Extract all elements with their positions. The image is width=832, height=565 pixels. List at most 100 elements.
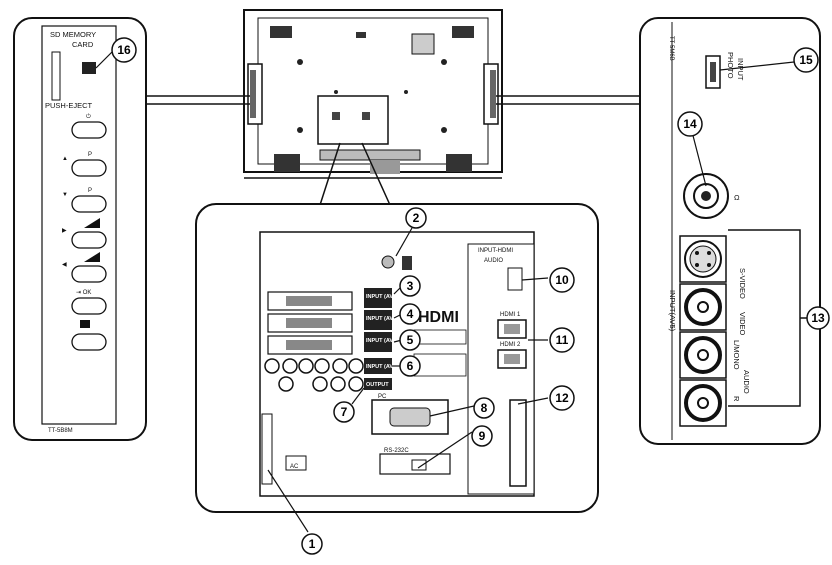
left-model-code: TT-5B8M — [48, 428, 73, 434]
headphone-icon: Ω — [734, 193, 740, 202]
callout-13: 13 — [806, 306, 830, 330]
s-video-label: S-VIDEO — [738, 268, 747, 299]
headphone-jack[interactable] — [683, 173, 729, 219]
svg-text:15: 15 — [799, 53, 813, 67]
callout-14: 14 — [677, 111, 703, 137]
zoom-lines — [146, 95, 640, 206]
callout-15: 15 — [793, 47, 819, 73]
svg-text:1: 1 — [309, 537, 316, 551]
photo-label: PHOTO — [726, 52, 735, 79]
hdmi1-label: HDMI 1 — [500, 312, 521, 318]
pc-port[interactable] — [371, 399, 449, 435]
antenna-terminal[interactable] — [381, 255, 412, 270]
input-av1-label: INPUT (AV1) — [366, 294, 398, 300]
photo-input-label: INPUT — [736, 58, 745, 81]
input-av2-label: INPUT (AV2) — [366, 316, 398, 322]
channel-up-button[interactable]: ▲ P — [62, 152, 107, 177]
volume-up-button[interactable]: ▶ — [62, 218, 107, 249]
audio-r-rca-port[interactable] — [679, 379, 727, 427]
svg-text:12: 12 — [555, 391, 569, 405]
input-av4-label: INPUT (AV4) — [366, 364, 398, 370]
scart-av1[interactable] — [267, 291, 353, 311]
sd-memory-label: SD MEMORY — [50, 30, 96, 39]
callout-2: 2 — [405, 207, 427, 229]
video-rca-port[interactable] — [679, 283, 727, 331]
svg-text:⇥ OK: ⇥ OK — [76, 290, 91, 296]
svg-text:▼: ▼ — [62, 192, 68, 198]
push-eject-label: PUSH-EJECT — [45, 101, 93, 110]
audio-label-main: AUDIO — [484, 258, 503, 264]
callout-12: 12 — [549, 385, 575, 411]
hdmi-logo: HDMI — [418, 309, 459, 326]
svg-text:◀: ◀ — [62, 262, 67, 268]
callout-1: 1 — [301, 533, 323, 555]
callout-11: 11 — [549, 327, 575, 353]
right-model-code: TT-5M6B — [668, 36, 674, 61]
svg-text:P: P — [88, 188, 92, 194]
r-label: R — [732, 396, 741, 402]
ac-socket[interactable] — [261, 413, 307, 485]
callout-5: 5 — [399, 329, 421, 351]
channel-down-button[interactable]: ▼ P — [62, 188, 107, 213]
left-side-panel: SD MEMORY CARD PUSH-EJECT ⏻ ▲ P ▼ P ▶ ◀ — [13, 17, 147, 441]
callout-4: 4 — [399, 303, 421, 325]
callout-8: 8 — [473, 397, 495, 419]
power-button[interactable]: ⏻ — [71, 113, 107, 139]
svg-text:▶: ▶ — [62, 228, 67, 234]
menu-button[interactable] — [71, 320, 107, 351]
svg-text:3: 3 — [407, 279, 414, 293]
svg-text:14: 14 — [683, 117, 697, 131]
callout-16: 16 — [111, 37, 137, 63]
scart-av2[interactable] — [267, 313, 353, 333]
svg-text:4: 4 — [407, 307, 414, 321]
card-slot[interactable] — [509, 399, 527, 487]
svg-text:8: 8 — [481, 401, 488, 415]
sd-card-slot[interactable] — [51, 51, 61, 101]
audio-label: AUDIO — [742, 370, 751, 394]
svg-text:16: 16 — [117, 43, 131, 57]
svg-text:13: 13 — [811, 311, 825, 325]
hdmi2-label: HDMI 2 — [500, 342, 521, 348]
input-ok-button[interactable]: ⇥ OK — [71, 290, 107, 315]
svg-text:11: 11 — [556, 333, 569, 347]
video-label: VIDEO — [738, 312, 747, 336]
right-side-panel: TT-5M6B PHOTO INPUT Ω — [639, 17, 821, 445]
input-av3-label: INPUT (AV3) — [366, 338, 398, 344]
ac-label: AC — [290, 464, 299, 470]
s-video-port[interactable] — [679, 235, 727, 283]
component-rca-ports[interactable] — [264, 358, 364, 392]
callout-7: 7 — [333, 401, 355, 423]
callout-10: 10 — [549, 267, 575, 293]
rs232c-port[interactable] — [379, 453, 451, 475]
callout-3: 3 — [399, 275, 421, 297]
svg-text:6: 6 — [407, 359, 414, 373]
rs232c-label: RS-232C — [384, 448, 409, 454]
callout-9: 9 — [471, 425, 493, 447]
svg-text:9: 9 — [479, 429, 486, 443]
card-label: CARD — [72, 40, 94, 49]
audio-input-port[interactable] — [507, 267, 523, 291]
audio-l-rca-port[interactable] — [679, 331, 727, 379]
svg-text:⏻: ⏻ — [86, 113, 91, 120]
output-label: OUTPUT — [366, 382, 389, 388]
tv-back-view — [243, 9, 503, 179]
svg-text:5: 5 — [407, 333, 414, 347]
pc-label: PC — [378, 394, 387, 400]
l-mono-label: L/MONO — [732, 340, 741, 370]
input-hdmi-label: INPUT-HDMI — [478, 248, 513, 254]
callout-6: 6 — [399, 355, 421, 377]
svg-text:P: P — [88, 152, 92, 158]
input-av5-label: INPUT(AV5) — [668, 290, 677, 332]
svg-text:10: 10 — [555, 273, 569, 287]
svg-text:2: 2 — [413, 211, 420, 225]
callout-numbers: 1 2 3 4 5 6 7 8 9 10 11 12 13 14 15 — [111, 37, 830, 555]
hdmi2-port[interactable] — [497, 349, 527, 369]
main-terminal-panel: AC INPUT (AV1) INPUT (AV2) INPUT (AV3) H… — [195, 203, 599, 513]
volume-down-button[interactable]: ◀ — [62, 252, 107, 283]
svg-text:▲: ▲ — [62, 156, 68, 162]
hdmi1-port[interactable] — [497, 319, 527, 339]
scart-av3[interactable] — [267, 335, 353, 355]
sd-card-icon — [82, 62, 96, 74]
svg-text:7: 7 — [341, 405, 348, 419]
